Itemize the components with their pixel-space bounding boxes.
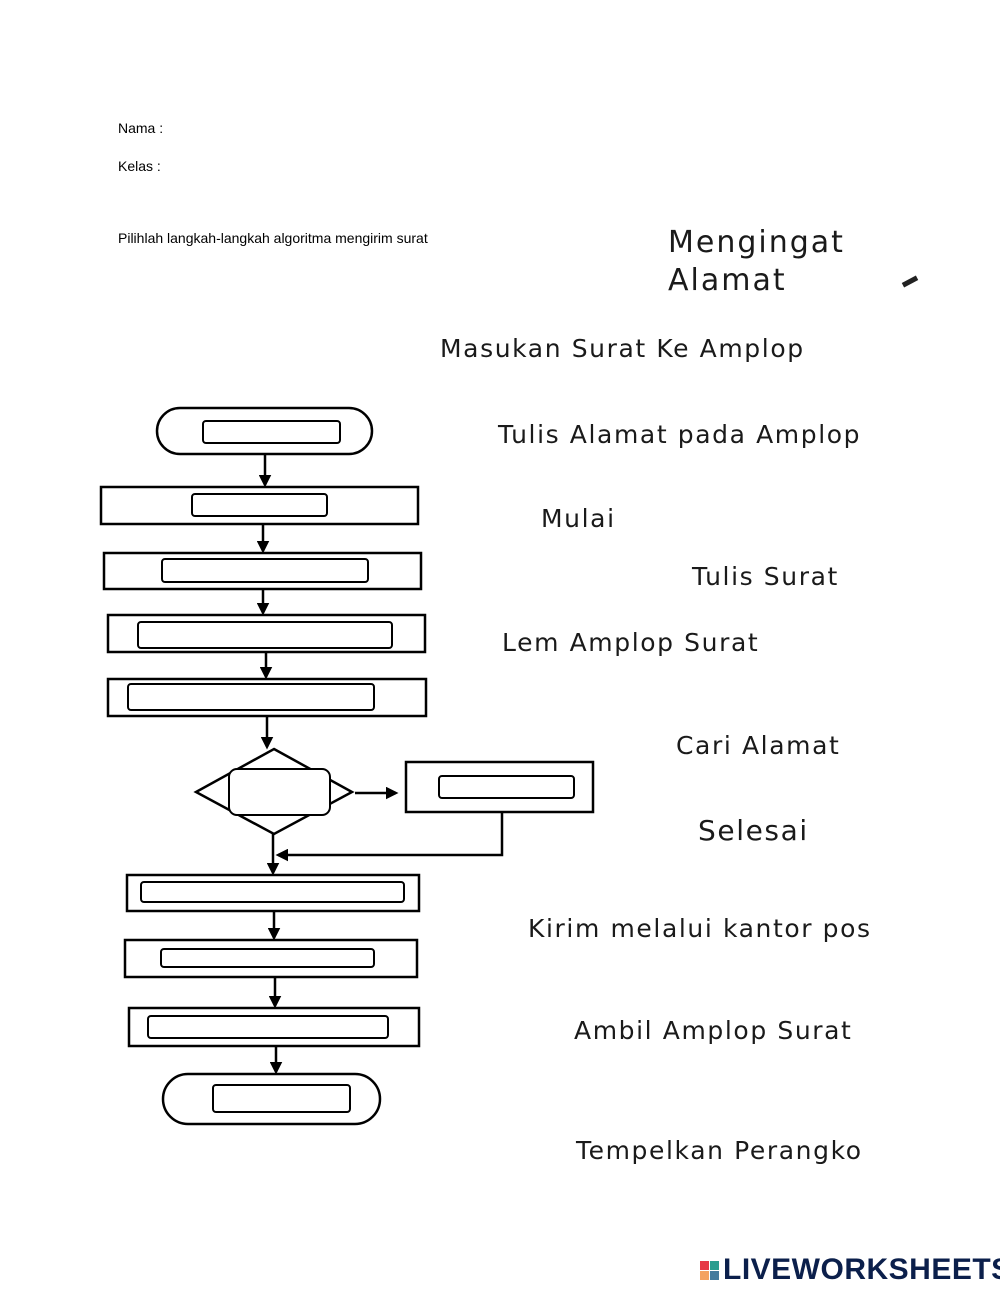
logo-cube-tile xyxy=(710,1260,719,1270)
option-kirim-kantor-pos[interactable]: Kirim melalui kantor pos xyxy=(528,914,872,943)
option-mulai[interactable]: Mulai xyxy=(541,504,616,533)
answer-slot-5[interactable] xyxy=(127,683,375,711)
logo-cube-tile xyxy=(700,1260,709,1270)
brand-name: LIVEWORKSHEETS xyxy=(723,1253,1000,1286)
logo-cube-tile xyxy=(700,1270,709,1280)
answer-slot-3[interactable] xyxy=(161,558,369,583)
option-tempelkan-perangko[interactable]: Tempelkan Perangko xyxy=(576,1136,863,1165)
option-masukan-surat[interactable]: Masukan Surat Ke Amplop xyxy=(440,334,805,363)
instruction-text: Pilihlah langkah-langkah algoritma mengi… xyxy=(118,230,428,246)
option-selesai[interactable]: Selesai xyxy=(698,814,809,847)
answer-slot-7[interactable] xyxy=(160,948,375,968)
logo-cube-tile xyxy=(710,1270,719,1280)
answer-slot-1[interactable] xyxy=(202,420,341,444)
option-mengingat-alamat[interactable]: Mengingat Alamat xyxy=(668,224,845,300)
answer-slot-8[interactable] xyxy=(147,1015,389,1039)
liveworksheets-logo: LIVEWORKSHEETS xyxy=(700,1253,1000,1287)
option-cari-alamat[interactable]: Cari Alamat xyxy=(676,731,841,760)
option-ambil-amplop[interactable]: Ambil Amplop Surat xyxy=(574,1016,853,1045)
option-lem-amplop[interactable]: Lem Amplop Surat xyxy=(502,628,760,657)
option-mengingat-line2: Alamat xyxy=(668,263,787,298)
option-tulis-surat[interactable]: Tulis Surat xyxy=(692,562,839,591)
answer-slot-decision[interactable] xyxy=(228,768,331,816)
return-line xyxy=(275,812,504,862)
class-label: Kelas : xyxy=(118,158,161,174)
option-mengingat-line1: Mengingat xyxy=(668,225,845,260)
answer-slot-6[interactable] xyxy=(140,881,405,903)
side-process-box xyxy=(404,760,595,814)
answer-slot-4[interactable] xyxy=(137,621,393,649)
logo-cube-icon xyxy=(700,1260,719,1280)
answer-slot-side[interactable] xyxy=(438,775,575,799)
name-label: Nama : xyxy=(118,120,164,136)
answer-slot-2[interactable] xyxy=(191,493,328,517)
option-tulis-alamat[interactable]: Tulis Alamat pada Amplop xyxy=(498,420,862,449)
answer-slot-9[interactable] xyxy=(212,1084,351,1113)
